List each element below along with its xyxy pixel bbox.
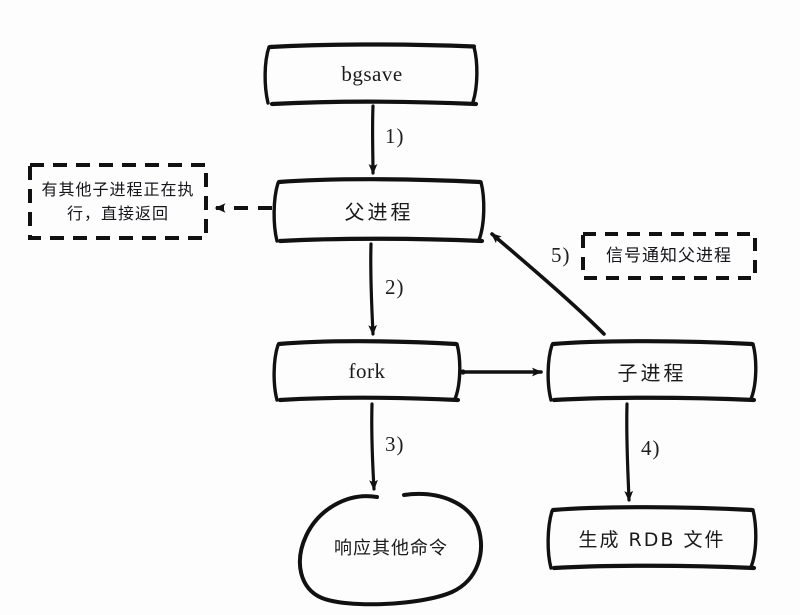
edge-label-2: 2) (385, 275, 405, 299)
node-shape-note-signal (581, 232, 757, 280)
edge-parent-to-fork (368, 242, 378, 336)
edge-label-4: 4) (641, 436, 661, 460)
node-shape-note-return (28, 163, 208, 240)
edge-label-5: 5) (551, 243, 571, 267)
node-shape-parent[interactable] (272, 177, 486, 244)
edge-child-to-parent (490, 232, 606, 336)
node-shape-child[interactable] (546, 339, 758, 403)
node-shape-other-cmd[interactable] (297, 492, 483, 607)
edge-child-to-rdb (624, 402, 634, 502)
edge-label-1: 1) (385, 124, 405, 148)
edge-fork-to-other-cmd (369, 402, 378, 491)
node-shape-fork[interactable] (272, 339, 462, 403)
edge-label-3: 3) (385, 432, 405, 456)
node-shape-bgsave[interactable] (263, 42, 479, 107)
node-shape-rdb[interactable] (546, 505, 758, 571)
